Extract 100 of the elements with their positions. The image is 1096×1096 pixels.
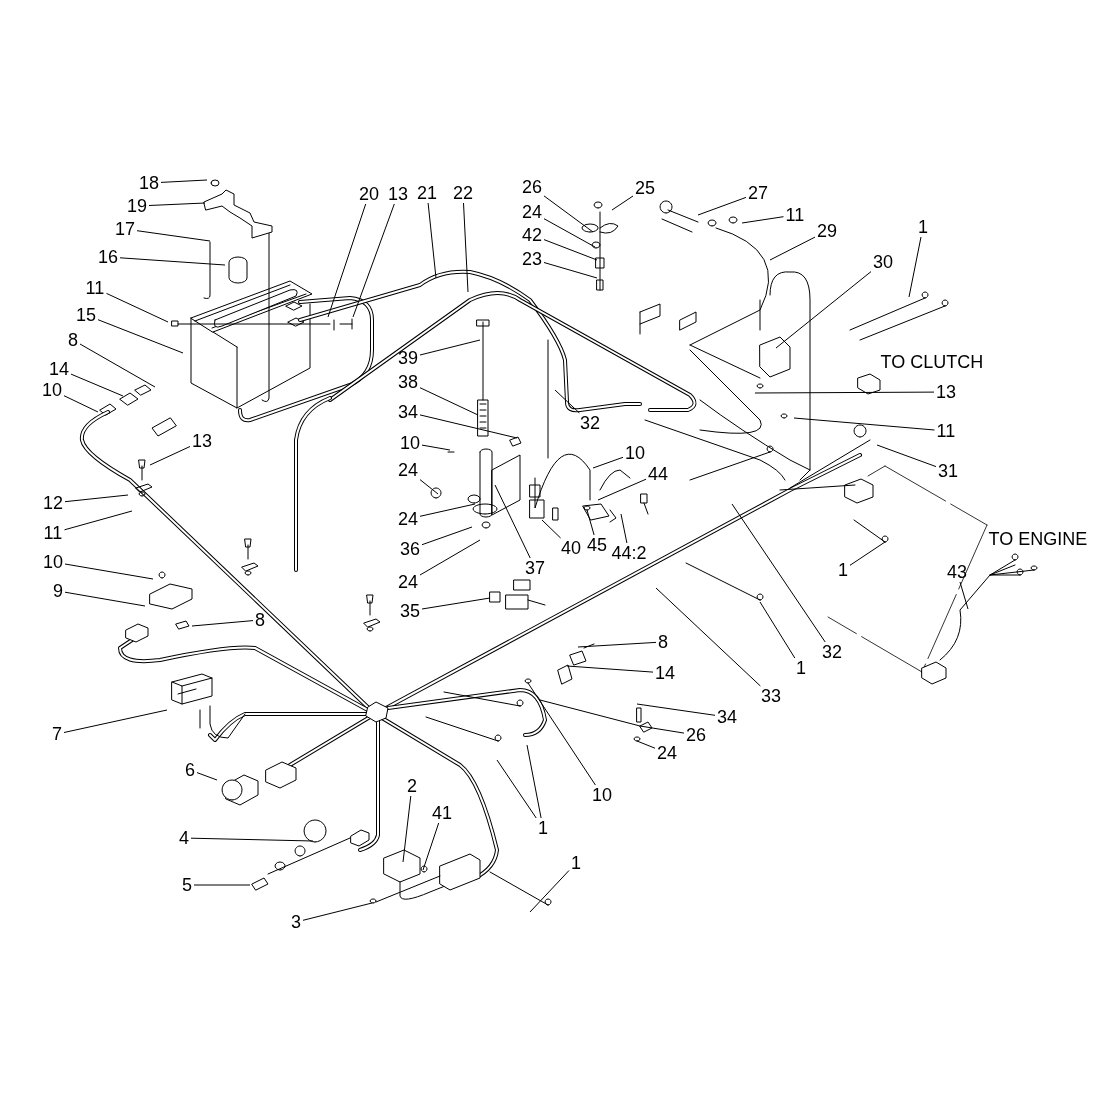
leader-line xyxy=(543,239,598,261)
callout-number: 33 xyxy=(760,687,783,705)
leader-line xyxy=(639,725,685,734)
callout-number: 27 xyxy=(747,184,770,202)
callout-number: 6 xyxy=(184,761,196,779)
leader-line xyxy=(636,703,716,716)
leader-line xyxy=(463,202,469,293)
leader-line xyxy=(64,563,154,580)
callout-number: 24 xyxy=(656,744,679,762)
leader-line xyxy=(543,195,594,233)
leader-line xyxy=(543,218,596,248)
callout-number: 10 xyxy=(41,381,64,399)
callout-number: 11 xyxy=(42,524,64,542)
callout-number: 14 xyxy=(654,664,677,682)
callout-number: 10 xyxy=(399,434,422,452)
callout-number: 39 xyxy=(397,349,420,367)
callout-number: 5 xyxy=(181,876,193,894)
leader-line xyxy=(959,581,969,610)
leader-line xyxy=(193,884,251,886)
callout-number: 24 xyxy=(397,573,420,591)
leader-line xyxy=(769,236,816,261)
callout-number: 1 xyxy=(795,659,807,677)
destination-label: TO ENGINE xyxy=(987,530,1089,548)
leader-line xyxy=(419,479,439,495)
leader-line xyxy=(64,494,129,503)
callout-number: 35 xyxy=(399,602,422,620)
callout-number: 16 xyxy=(97,248,120,266)
callout-number: 25 xyxy=(634,179,657,197)
callout-number: 11 xyxy=(84,279,106,297)
callout-number: 21 xyxy=(416,184,439,202)
leader-line xyxy=(427,202,437,279)
callout-number: 26 xyxy=(521,178,544,196)
leader-line xyxy=(191,620,254,627)
leader-line xyxy=(149,446,191,466)
leader-line xyxy=(352,203,395,318)
destination-label: TO CLUTCH xyxy=(879,353,985,371)
callout-number: 1 xyxy=(917,218,929,236)
leader-line xyxy=(148,202,206,206)
leader-line xyxy=(419,387,479,416)
leader-line xyxy=(422,822,440,871)
callout-number: 24 xyxy=(521,203,544,221)
leader-line xyxy=(731,503,826,643)
leader-line xyxy=(63,395,99,413)
leader-line xyxy=(636,740,656,749)
leader-line xyxy=(611,195,634,211)
leader-line xyxy=(793,417,935,431)
callout-number: 36 xyxy=(399,540,422,558)
leader-line xyxy=(620,513,628,544)
leader-line xyxy=(494,484,531,559)
leader-line xyxy=(106,292,169,323)
leader-line xyxy=(419,414,518,439)
leader-line xyxy=(697,196,747,216)
leader-line xyxy=(741,216,784,224)
leader-line xyxy=(64,591,146,607)
callout-number: 7 xyxy=(51,725,63,743)
callout-number: 1 xyxy=(537,819,549,837)
leader-line xyxy=(70,373,124,397)
callout-number: 8 xyxy=(254,611,266,629)
callout-number: 2 xyxy=(406,777,418,795)
callout-number: 17 xyxy=(114,220,137,238)
callout-number: 1 xyxy=(837,561,849,579)
callout-number: 32 xyxy=(579,414,602,432)
callout-number: 24 xyxy=(397,510,420,528)
callout-number: 3 xyxy=(290,913,302,931)
leader-line xyxy=(160,179,208,183)
leader-line xyxy=(849,541,886,566)
leader-line xyxy=(327,203,367,318)
leader-line xyxy=(402,795,412,863)
callout-number: 23 xyxy=(521,250,544,268)
callout-number: 10 xyxy=(42,553,65,571)
callout-number: 40 xyxy=(560,539,583,557)
leader-line xyxy=(79,343,156,388)
callout-number: 44:2 xyxy=(610,544,648,562)
callout-number: 19 xyxy=(126,197,149,215)
leader-line xyxy=(527,682,596,786)
leader-line xyxy=(586,509,595,536)
callout-number: 31 xyxy=(937,462,960,480)
callout-number: 34 xyxy=(397,403,420,421)
callout-number: 10 xyxy=(591,786,614,804)
leader-line xyxy=(496,759,537,819)
callout-number: 37 xyxy=(524,559,547,577)
leader-line xyxy=(554,389,580,414)
leader-line xyxy=(421,444,451,451)
leader-line xyxy=(759,601,796,659)
leader-line xyxy=(419,339,481,356)
leader-line xyxy=(876,444,937,468)
leader-line xyxy=(529,870,570,913)
callout-number: 26 xyxy=(685,726,708,744)
callout-number: 10 xyxy=(624,444,647,462)
callout-number: 1 xyxy=(570,854,582,872)
leader-line xyxy=(592,456,624,469)
leader-line xyxy=(419,503,476,517)
callout-number: 22 xyxy=(452,184,475,202)
leader-line xyxy=(541,519,562,539)
leader-line xyxy=(419,539,481,576)
callout-number: 20 xyxy=(358,185,381,203)
leader-line xyxy=(136,230,211,242)
callout-number: 29 xyxy=(816,222,839,240)
leader-line xyxy=(597,478,647,501)
callout-number: 42 xyxy=(521,226,544,244)
